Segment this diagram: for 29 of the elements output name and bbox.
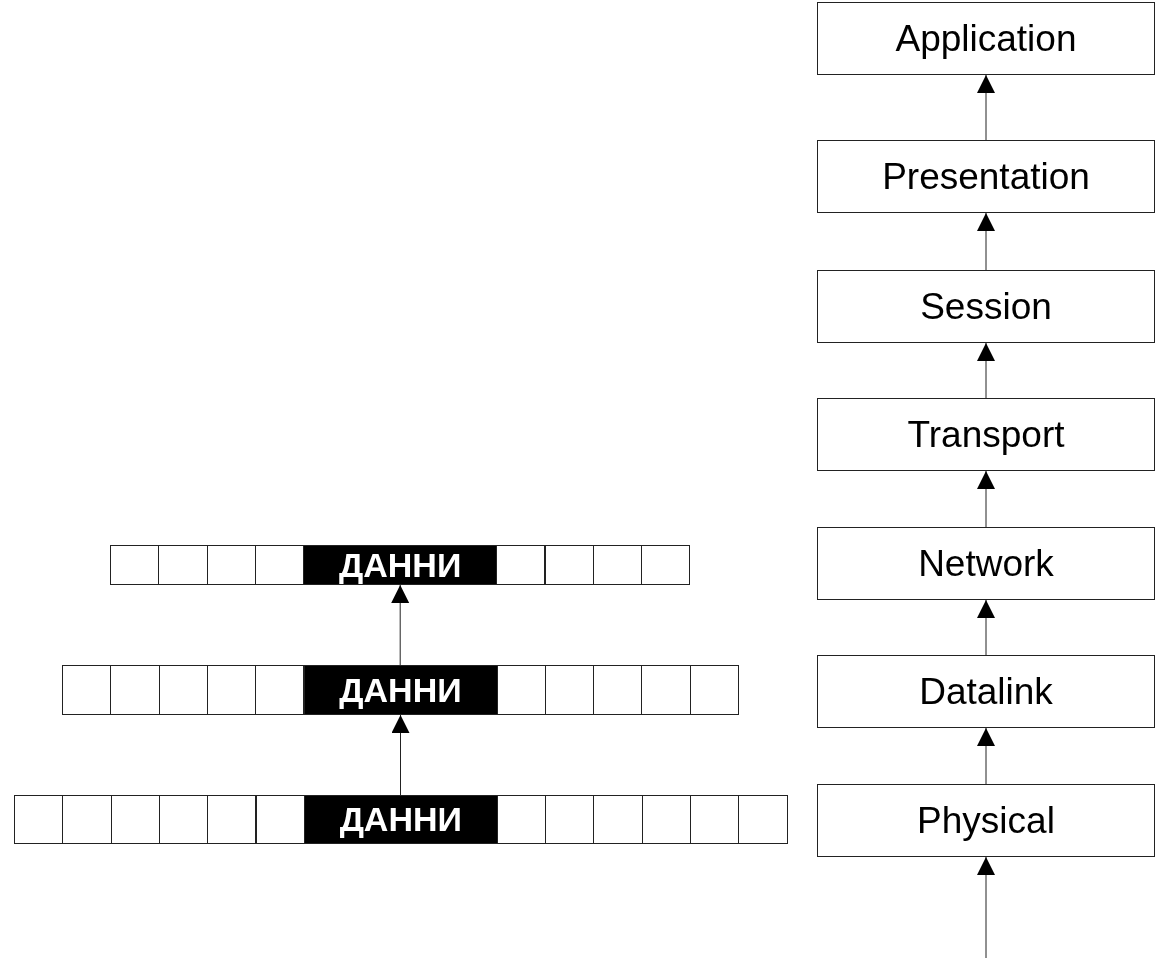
- data-label: ДАННИ: [339, 545, 462, 585]
- data-label: ДАННИ: [339, 800, 462, 839]
- layer-box: [817, 398, 1155, 471]
- data-label: ДАННИ: [339, 670, 462, 710]
- arrow: [977, 856, 995, 959]
- data-field: [303, 545, 498, 585]
- layer-name: Application: [895, 17, 1077, 60]
- layer-box: [817, 140, 1155, 213]
- layer-name: Session: [920, 285, 1052, 328]
- data-field: [303, 665, 498, 715]
- layer-name: Transport: [907, 413, 1065, 456]
- arrow: [977, 342, 995, 399]
- arrow: [977, 470, 995, 528]
- layer-box: [817, 655, 1155, 728]
- arrow: [391, 584, 410, 666]
- layer-box: [817, 527, 1155, 600]
- data-field: [303, 795, 498, 844]
- layer-box: [817, 784, 1155, 857]
- layer-box: [817, 2, 1155, 75]
- layer-name: Network: [918, 542, 1054, 585]
- arrow: [391, 714, 410, 796]
- layer-name: Presentation: [882, 155, 1090, 198]
- arrow: [977, 74, 995, 141]
- layer-box: [817, 270, 1155, 343]
- arrow: [977, 599, 995, 656]
- arrow: [977, 727, 995, 785]
- layer-name: Physical: [917, 799, 1055, 842]
- arrow: [977, 212, 995, 271]
- layer-name: Datalink: [919, 670, 1053, 713]
